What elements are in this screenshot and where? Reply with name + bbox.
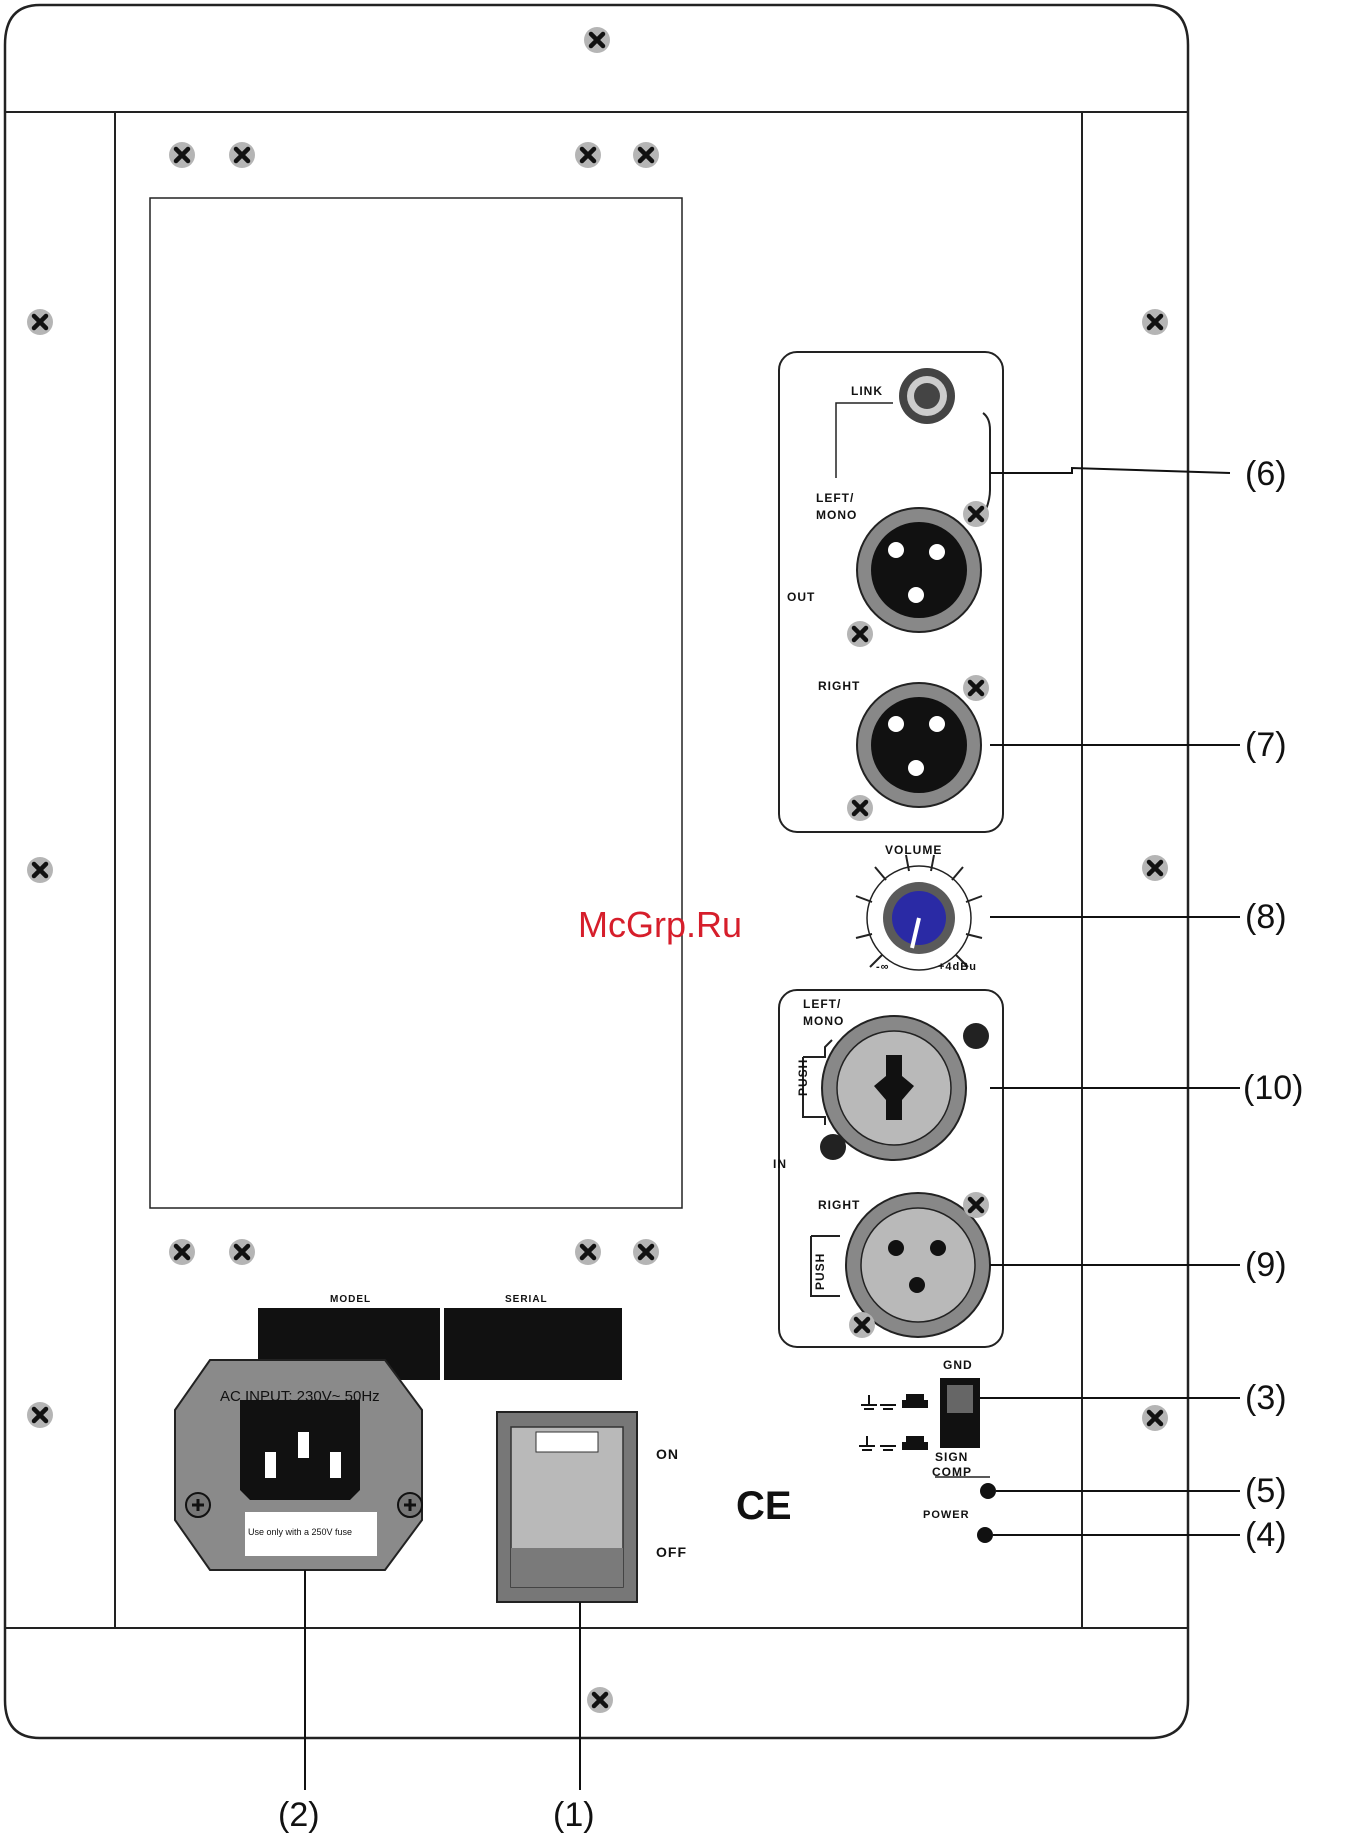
comp-label: COMP bbox=[932, 1465, 972, 1479]
callout-9: (9) bbox=[1245, 1246, 1287, 1285]
callout-10: (10) bbox=[1243, 1069, 1303, 1108]
model-label-text: MODEL bbox=[330, 1294, 371, 1305]
callout-7: (7) bbox=[1245, 726, 1287, 765]
out-left-mono-label: LEFT/ MONO bbox=[816, 490, 857, 524]
power-switch bbox=[497, 1412, 637, 1602]
power-label: POWER bbox=[923, 1509, 970, 1521]
led-5 bbox=[980, 1483, 996, 1499]
ac-input-label: AC INPUT: 230V~ 50Hz bbox=[220, 1388, 380, 1405]
in-label: IN bbox=[773, 1157, 787, 1171]
in-left-mono-label: LEFT/ MONO bbox=[803, 996, 844, 1030]
heatsink-area bbox=[150, 198, 682, 1208]
volume-max-label: +4dBu bbox=[938, 961, 977, 973]
push-label-1: PUSH bbox=[796, 1059, 810, 1096]
callout-5: (5) bbox=[1245, 1472, 1287, 1511]
serial-label bbox=[444, 1308, 622, 1380]
callout-6: (6) bbox=[1245, 455, 1287, 494]
switch-on-label: ON bbox=[656, 1446, 679, 1462]
out-label: OUT bbox=[787, 590, 815, 604]
link-label: LINK bbox=[851, 384, 883, 398]
ce-mark: CE bbox=[736, 1484, 792, 1529]
volume-label: VOLUME bbox=[885, 843, 942, 857]
link-jack bbox=[899, 368, 955, 424]
gnd-label: GND bbox=[943, 1358, 973, 1372]
sign-label: SIGN bbox=[935, 1450, 968, 1464]
in-right-label: RIGHT bbox=[818, 1198, 860, 1212]
callout-4: (4) bbox=[1245, 1516, 1287, 1555]
callout-8: (8) bbox=[1245, 898, 1287, 937]
callout-1: (1) bbox=[553, 1796, 595, 1835]
led-4 bbox=[977, 1527, 993, 1543]
switch-off-label: OFF bbox=[656, 1544, 687, 1560]
push-label-2: PUSH bbox=[813, 1253, 827, 1290]
fuse-label: Use only with a 250V fuse bbox=[248, 1527, 352, 1537]
callout-2: (2) bbox=[278, 1796, 320, 1835]
watermark: McGrp.Ru bbox=[578, 904, 742, 946]
volume-min-label: -∞ bbox=[876, 961, 890, 973]
serial-label-text: SERIAL bbox=[505, 1294, 548, 1305]
out-right-label: RIGHT bbox=[818, 679, 860, 693]
callout-3: (3) bbox=[1245, 1379, 1287, 1418]
